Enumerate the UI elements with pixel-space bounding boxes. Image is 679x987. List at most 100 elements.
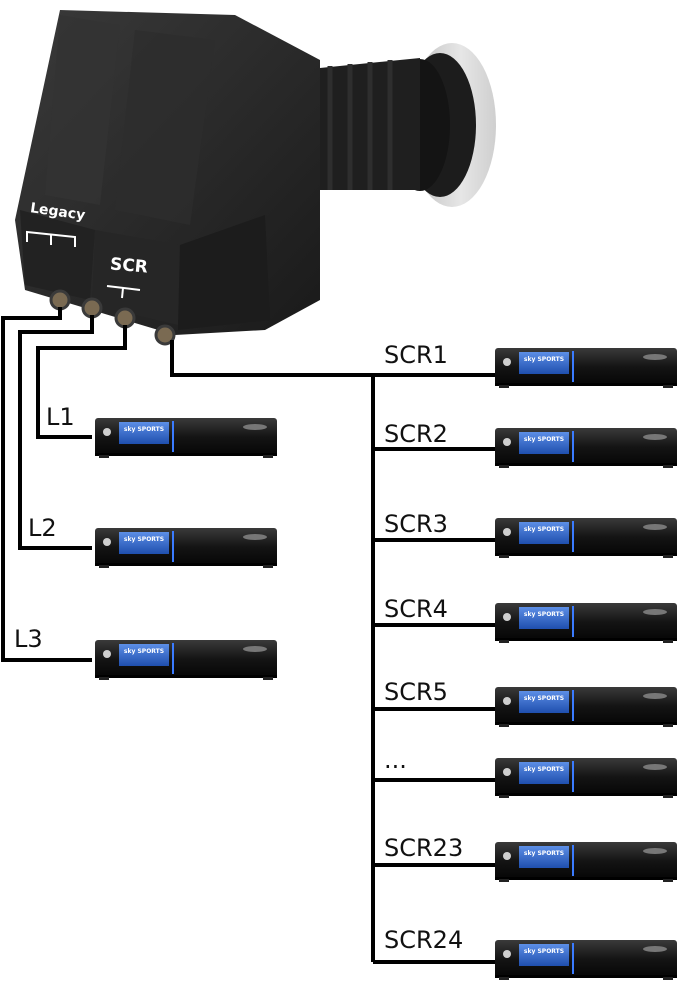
- receiver-legacy-2: sky SPORTS: [95, 528, 277, 568]
- receiver-foot: [263, 565, 273, 568]
- lnb-device: [15, 10, 496, 346]
- receiver-foot: [663, 795, 673, 798]
- power-button-icon: [503, 438, 511, 446]
- receiver-foot: [263, 455, 273, 458]
- receiver-foot: [499, 555, 509, 558]
- receiver-logo-icon: [643, 354, 667, 360]
- receiver-foot: [99, 677, 109, 680]
- receiver-screen-text: sky SPORTS: [524, 526, 564, 533]
- scr-output-label: SCR3: [384, 510, 448, 538]
- receiver-base: [495, 793, 677, 796]
- connector-legacy-3: [114, 307, 136, 329]
- receiver-screen: [519, 944, 569, 966]
- receiver-scr-1: sky SPORTS: [495, 348, 677, 388]
- receiver-screen: [519, 432, 569, 454]
- receiver-foot: [663, 977, 673, 980]
- legacy-output-label: L3: [14, 625, 43, 653]
- cable-scr-feed: [170, 340, 373, 377]
- receiver-base: [495, 463, 677, 466]
- power-button-icon: [503, 950, 511, 958]
- receiver-logo-icon: [643, 764, 667, 770]
- receiver-logo-icon: [243, 646, 267, 652]
- scr-output-label: SCR23: [384, 834, 464, 862]
- receiver-foot: [99, 565, 109, 568]
- neck-ribs: [327, 60, 393, 190]
- scr-output-label: SCR2: [384, 420, 448, 448]
- receiver-logo-icon: [243, 534, 267, 540]
- scr-output-label: SCR4: [384, 595, 448, 623]
- receiver-screen: [519, 522, 569, 544]
- power-button-icon: [103, 538, 111, 546]
- receiver-screen-text: sky SPORTS: [124, 648, 164, 655]
- connector-legacy-1: [49, 289, 71, 311]
- power-button-icon: [103, 650, 111, 658]
- receiver-screen-text: sky SPORTS: [124, 426, 164, 433]
- receiver-foot: [663, 385, 673, 388]
- receiver-screen-text: sky SPORTS: [524, 611, 564, 618]
- receiver-scr-4: sky SPORTS: [495, 603, 677, 643]
- receiver-base: [495, 877, 677, 880]
- receiver-scr-7: sky SPORTS: [495, 842, 677, 882]
- power-button-icon: [503, 528, 511, 536]
- receiver-scr-5: sky SPORTS: [495, 687, 677, 727]
- receiver-screen: [119, 422, 169, 444]
- scr-output-label: ...: [384, 746, 407, 774]
- receiver-screen-text: sky SPORTS: [524, 695, 564, 702]
- scr-label: SCR: [109, 254, 149, 278]
- power-button-icon: [503, 613, 511, 621]
- receiver-base: [95, 453, 277, 456]
- receiver-scr-3: sky SPORTS: [495, 518, 677, 558]
- power-button-icon: [503, 697, 511, 705]
- receiver-screen: [519, 846, 569, 868]
- power-button-icon: [103, 428, 111, 436]
- receiver-foot: [499, 385, 509, 388]
- receiver-foot: [499, 465, 509, 468]
- power-button-icon: [503, 768, 511, 776]
- receiver-base: [95, 563, 277, 566]
- receiver-screen-text: sky SPORTS: [524, 436, 564, 443]
- connector-scr: [154, 324, 176, 346]
- receiver-foot: [499, 795, 509, 798]
- receiver-screen: [519, 691, 569, 713]
- lnb-top-ridge: [45, 15, 120, 205]
- receiver-foot: [99, 455, 109, 458]
- receivers: sky SPORTS sky SPORTS sky SPORTS sky SPORTS…: [95, 348, 677, 980]
- receiver-foot: [499, 724, 509, 727]
- cable-legacy-2: [18, 315, 94, 550]
- receiver-scr-2: sky SPORTS: [495, 428, 677, 468]
- receiver-screen-text: sky SPORTS: [524, 948, 564, 955]
- receiver-scr-6: sky SPORTS: [495, 758, 677, 798]
- receiver-legacy-1: sky SPORTS: [95, 418, 277, 458]
- receiver-screen-text: sky SPORTS: [524, 356, 564, 363]
- lnb-top-ridge: [115, 30, 215, 225]
- receiver-screen-text: sky SPORTS: [524, 766, 564, 773]
- receiver-base: [495, 975, 677, 978]
- receiver-screen-text: sky SPORTS: [524, 850, 564, 857]
- receiver-screen: [119, 644, 169, 666]
- receiver-base: [495, 553, 677, 556]
- receiver-foot: [663, 879, 673, 882]
- receiver-logo-icon: [243, 424, 267, 430]
- connector-legacy-2: [81, 297, 103, 319]
- receiver-screen: [519, 607, 569, 629]
- legacy-bracket-symbol: [26, 230, 76, 247]
- receiver-foot: [263, 677, 273, 680]
- power-button-icon: [503, 852, 511, 860]
- receiver-foot: [499, 879, 509, 882]
- receiver-base: [495, 383, 677, 386]
- receiver-logo-icon: [643, 946, 667, 952]
- receiver-screen-text: sky SPORTS: [124, 536, 164, 543]
- lnb-face-right: [92, 230, 180, 325]
- receiver-scr-8: sky SPORTS: [495, 940, 677, 980]
- branch-lines: [373, 373, 495, 964]
- scr-output-label: SCR24: [384, 926, 464, 954]
- receiver-screen: [119, 532, 169, 554]
- receiver-logo-icon: [643, 609, 667, 615]
- receiver-logo-icon: [643, 434, 667, 440]
- receiver-screen: [519, 762, 569, 784]
- receiver-logo-icon: [643, 693, 667, 699]
- receiver-legacy-3: sky SPORTS: [95, 640, 277, 680]
- cable-legacy-3: [1, 307, 92, 662]
